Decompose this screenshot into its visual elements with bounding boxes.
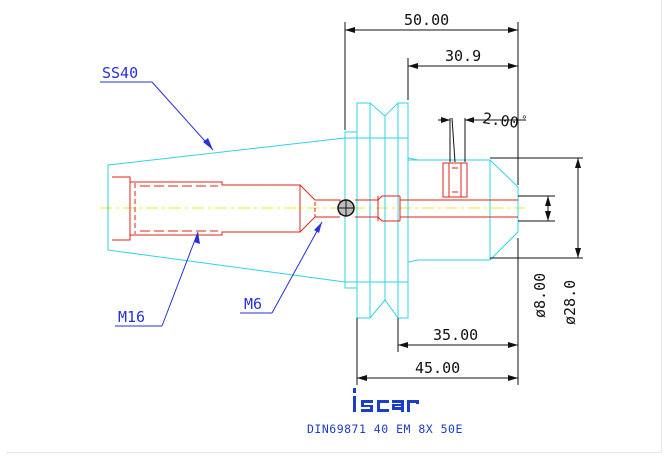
flange — [344, 102, 409, 319]
dim-bore-diameter: ø8.00 — [531, 273, 549, 318]
dimension-arrows — [345, 27, 581, 381]
dim-outer-diameter: ø28.0 — [561, 280, 579, 325]
iscar-logo: iscar — [353, 388, 419, 412]
dim-chamfer-unit: ° — [520, 114, 528, 126]
leader-arrows — [194, 138, 322, 244]
label-thread-small: M6 — [244, 295, 262, 313]
internal-bore — [112, 162, 518, 241]
holder-body — [407, 138, 519, 282]
dim-chamfer-value: 2.00 — [481, 109, 519, 132]
dim-chamfer: 2.00 ° — [481, 109, 528, 132]
label-shank: SS40 — [102, 64, 138, 82]
label-thread-large: M16 — [118, 308, 145, 326]
tool-designation: DIN69871 40 EM 8X 50E — [307, 422, 463, 436]
drawing-sheet — [6, 0, 662, 453]
dim-flange-to-end: 30.9 — [445, 47, 481, 65]
dim-overall-length: 50.00 — [404, 11, 449, 29]
leader-lines — [100, 81, 323, 327]
taper-shank — [107, 137, 346, 283]
dim-length-45: 45.00 — [415, 359, 460, 377]
dim-length-35: 35.00 — [433, 326, 478, 344]
